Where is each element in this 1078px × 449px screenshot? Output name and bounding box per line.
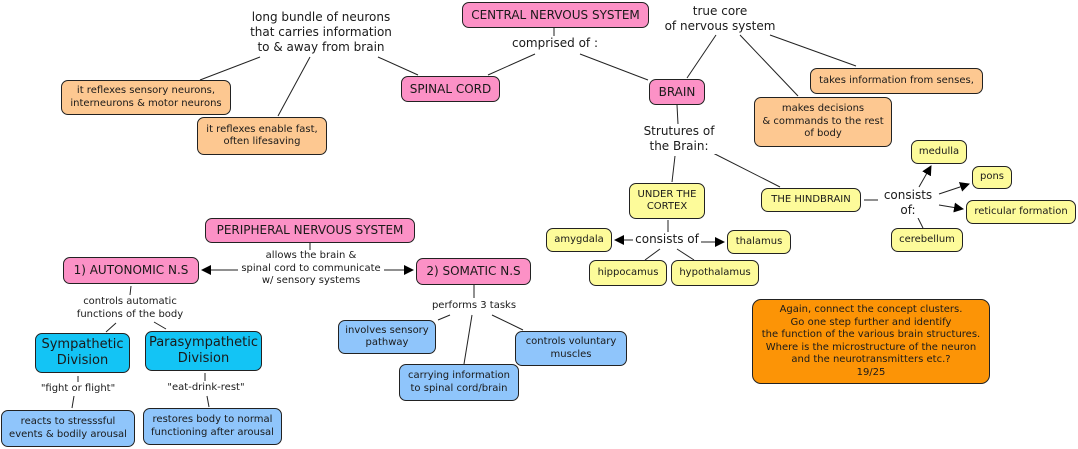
concept-parasympathetic-division[interactable]: Parasympathetic Division — [145, 331, 262, 371]
link-performs-voluntary — [491, 314, 524, 331]
link-structures-hindbrain — [710, 151, 781, 188]
link-autonomic-controls — [129, 285, 132, 296]
concept-hypothalamus[interactable]: hypothalamus — [671, 260, 759, 286]
concept-reacts-to-stress[interactable]: reacts to stresssful events & bodily aro… — [1, 410, 135, 447]
concept-reflex-fast[interactable]: it reflexes enable fast, often lifesavin… — [197, 117, 327, 155]
phrase-long-bundle: long bundle of neurons that carries info… — [236, 10, 406, 55]
concept-sympathetic-division[interactable]: Sympathetic Division — [35, 333, 130, 373]
concept-involves-sensory-pathway[interactable]: involves sensory pathway — [338, 320, 436, 354]
concept-under-the-cortex[interactable]: UNDER THE CORTEX — [629, 183, 705, 219]
link-structures-cortex — [671, 155, 676, 183]
phrase-true-core: true core of nervous system — [660, 4, 780, 34]
link-consists-hippocamus — [644, 248, 661, 261]
phrase-fight-or-flight: "fight or flight" — [30, 383, 126, 396]
concept-peripheral-nervous-system[interactable]: PERIPHERAL NERVOUS SYSTEM — [205, 218, 415, 243]
concept-carrying-information[interactable]: carrying information to spinal cord/brai… — [399, 364, 519, 401]
phrase-allows: allows the brain & spinal cord to commun… — [238, 250, 384, 288]
concept-spinal-cord[interactable]: SPINAL CORD — [401, 76, 500, 102]
arrow-consists-medulla — [918, 165, 932, 188]
link-consists-hypothalamus — [676, 248, 695, 261]
link-performs-sensory — [437, 314, 451, 321]
concept-brain[interactable]: BRAIN — [649, 79, 705, 105]
phrase-comprised-of: comprised of : — [505, 36, 605, 51]
link-longbundle-reflex2 — [277, 56, 311, 117]
link-comprised-brain — [579, 53, 649, 81]
concept-makes-decisions[interactable]: makes decisions & commands to the rest o… — [754, 97, 892, 147]
phrase-structures: Strutures of the Brain: — [634, 124, 724, 154]
link-consists-cerebellum — [917, 217, 924, 229]
link-performs-carrying — [463, 314, 473, 365]
concept-thalamus[interactable]: thalamus — [727, 230, 791, 254]
phrase-consists-of-cortex: consists of — [633, 232, 701, 247]
feedback-note[interactable]: Again, connect the concept clusters. Go … — [752, 299, 990, 384]
concept-pons[interactable]: pons — [972, 166, 1012, 189]
link-fight-reacts — [71, 395, 75, 409]
arrow-consists-reticular — [938, 202, 964, 213]
concept-takes-information[interactable]: takes information from senses, — [810, 68, 983, 94]
concept-somatic-ns[interactable]: 2) SOMATIC N.S — [416, 258, 531, 285]
concept-reticular-formation[interactable]: reticular formation — [966, 200, 1076, 224]
link-brain-truecore — [686, 34, 717, 79]
link-comprised-spinal — [487, 53, 536, 76]
phrase-performs-3-tasks: performs 3 tasks — [422, 300, 526, 313]
concept-amygdala[interactable]: amygdala — [546, 228, 612, 252]
concept-restores-body[interactable]: restores body to normal functioning afte… — [143, 408, 282, 445]
concept-autonomic-ns[interactable]: 1) AUTONOMIC N.S — [63, 257, 199, 284]
concept-medulla[interactable]: medulla — [911, 140, 967, 164]
link-longbundle-reflex1 — [199, 56, 261, 81]
link-truecore-decisions — [739, 34, 799, 97]
link-truecore-takesinfo — [769, 34, 857, 67]
concept-hippocamus[interactable]: hippocamus — [589, 260, 667, 286]
phrase-eat-drink-rest: "eat-drink-rest" — [158, 382, 254, 395]
link-brain-structures — [676, 104, 679, 125]
arrow-consists-pons — [938, 182, 970, 195]
link-spinal-longbundle — [377, 56, 419, 76]
concept-cerebellum[interactable]: cerebellum — [891, 228, 963, 252]
link-controls-parasympathetic — [153, 321, 167, 330]
concept-the-hindbrain[interactable]: THE HINDBRAIN — [761, 188, 861, 212]
link-eat-restores — [206, 395, 210, 408]
concept-controls-voluntary-muscles[interactable]: controls voluntary muscles — [515, 331, 627, 366]
link-controls-sympathetic — [105, 322, 117, 333]
concept-central-nervous-system[interactable]: CENTRAL NERVOUS SYSTEM — [462, 2, 649, 28]
phrase-consists-of-hindbrain: consists of: — [879, 188, 937, 218]
concept-reflex-neurons[interactable]: it reflexes sensory neurons, interneuron… — [61, 80, 231, 115]
phrase-controls-automatic: controls automatic functions of the body — [70, 296, 190, 321]
